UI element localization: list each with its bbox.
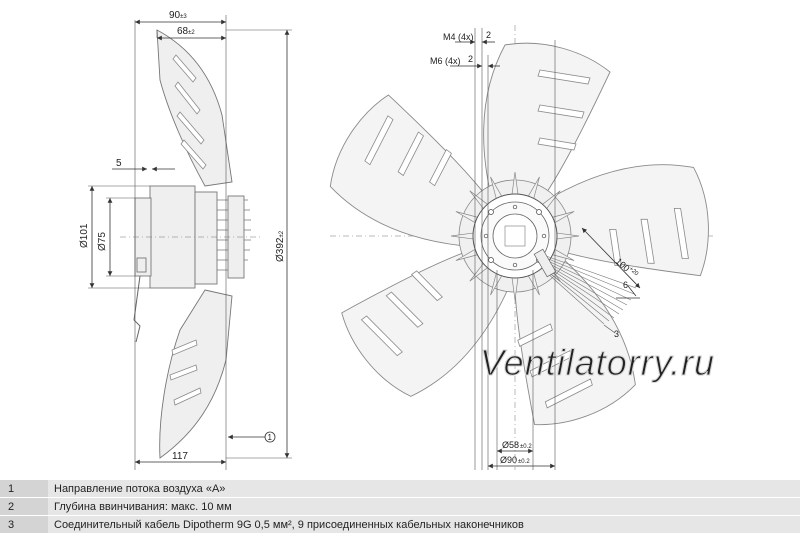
rotor-fin <box>455 211 478 223</box>
dim-58-label: Ø58±0.2 <box>502 440 532 450</box>
rotor-fin <box>542 190 561 209</box>
fan-blade <box>514 251 636 426</box>
technical-drawing: 90±3 68±2 5 Ø101 Ø75 Ø392±2 117 1 <box>79 10 715 470</box>
notes-row: 2 Глубина ввинчивания: макс. 10 мм <box>0 497 800 516</box>
dim-5-label: 5 <box>116 158 122 169</box>
watermark: Ventilatorry.ru <box>480 342 715 383</box>
note-text: Глубина ввинчивания: макс. 10 мм <box>48 497 800 516</box>
dim-68-label: 68±2 <box>177 26 195 37</box>
note-number: 1 <box>0 480 48 498</box>
side-view: 90±3 68±2 5 Ø101 Ø75 Ø392±2 117 1 <box>79 10 292 470</box>
rotor-fin <box>490 176 502 199</box>
rotor-fin <box>469 190 488 209</box>
dim-90-front-label: Ø90±0.2 <box>500 455 530 465</box>
rotor-fin <box>469 263 488 282</box>
note-number: 2 <box>0 497 48 516</box>
rotor-fin <box>528 273 540 296</box>
dim-75-label: Ø75 <box>97 232 108 251</box>
dim-101-label: Ø101 <box>79 223 90 248</box>
note-text: Соединительный кабель Dipotherm 9G 0,5 м… <box>48 515 800 534</box>
notes-row: 1 Направление потока воздуха «A» <box>0 480 800 498</box>
m4-label: M4 (4x) <box>443 32 474 42</box>
rotor-fin <box>552 249 575 261</box>
dim-6-label: 6 <box>623 280 628 290</box>
front-view: M4 (4x) 2 M6 (4x) 2 100+20 6 3 Ø58±0.2 Ø… <box>329 25 715 470</box>
m6-depth-label: 2 <box>468 54 473 64</box>
callout-3-label: 3 <box>614 329 619 339</box>
note-number: 3 <box>0 515 48 534</box>
m6-label: M6 (4x) <box>430 56 461 66</box>
rotor-fin <box>511 171 519 195</box>
rotor-fin <box>552 211 575 223</box>
callout-1-label: 1 <box>268 433 273 442</box>
dim-90-label: 90±3 <box>169 10 187 21</box>
side-lower-blade <box>159 289 233 459</box>
rotor-fin <box>528 176 540 199</box>
fan-blade <box>341 247 513 397</box>
rotor-fin <box>511 277 519 301</box>
rotor-fin <box>455 249 478 261</box>
m4-depth-label: 2 <box>486 30 491 40</box>
rotor-fin <box>556 232 580 240</box>
note-text: Направление потока воздуха «A» <box>48 480 800 498</box>
fan-blade <box>483 42 611 206</box>
fan-blade <box>329 94 494 248</box>
dim-392-label: Ø392±2 <box>275 230 286 262</box>
notes-table: 1 Направление потока воздуха «A» 2 Глуби… <box>0 480 800 534</box>
dim-117-label: 117 <box>172 451 188 462</box>
rotor-fin <box>490 273 502 296</box>
notes-row: 3 Соединительный кабель Dipotherm 9G 0,5… <box>0 515 800 534</box>
rotor-fin <box>450 232 474 240</box>
